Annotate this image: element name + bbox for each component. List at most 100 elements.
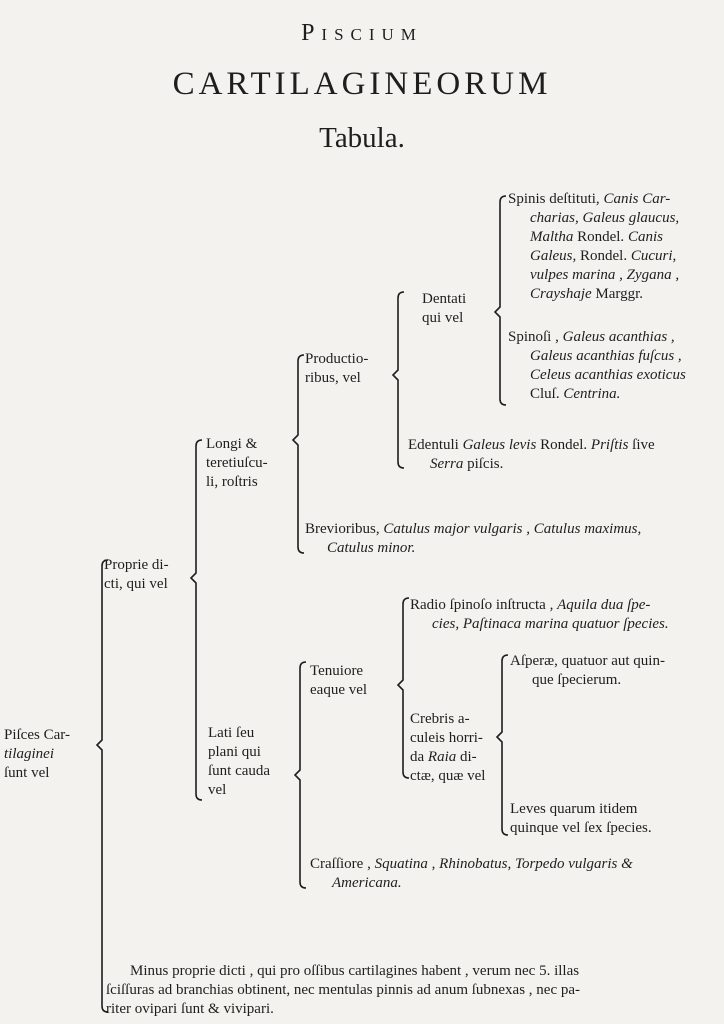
text-line: quinque vel ſex ſpecies. xyxy=(510,819,652,838)
text-line: Brevioribus, Catulus major vulgaris , Ca… xyxy=(305,520,641,539)
text-line: Productio- xyxy=(305,350,368,369)
italic-species-name: Centrina. xyxy=(563,386,621,402)
text-line: charias, Galeus glaucus, xyxy=(508,209,679,228)
text-segment: Cluſ. xyxy=(530,386,564,402)
node-edentuli: Edentuli Galeus levis Rondel. Priſtis ſi… xyxy=(408,436,655,474)
node-asperae: Aſperæ, quatuor aut quin-que ſpecierum. xyxy=(510,652,665,690)
text-segment: qui vel xyxy=(422,310,464,326)
text-segment: culeis horri- xyxy=(410,730,483,746)
node-longi: Longi &teretiuſcu-li, roſtris xyxy=(206,435,268,492)
text-line: teretiuſcu- xyxy=(206,454,268,473)
italic-species-name: Celeus acanthias exoticus xyxy=(530,367,686,383)
italic-species-name: Catulus major vulgaris , Catulus maximus… xyxy=(383,521,642,537)
text-segment: Tenuiore xyxy=(310,663,364,679)
text-line: cti, qui vel xyxy=(104,575,169,594)
text-line: cies, Paſtinaca marina quatuor ſpecies. xyxy=(410,615,669,634)
text-line: Celeus acanthias exoticus xyxy=(508,366,686,385)
italic-species-name: Catulus minor. xyxy=(327,540,416,556)
text-line: da Raia di- xyxy=(410,748,485,767)
text-line: vel xyxy=(208,781,270,800)
text-line: Galeus acanthias fuſcus , xyxy=(508,347,686,366)
italic-species-name: Americana. xyxy=(332,875,402,891)
text-line: tilaginei xyxy=(4,745,70,764)
text-line: eaque vel xyxy=(310,681,367,700)
text-line: ribus, vel xyxy=(305,369,368,388)
node-dentati: Dentati qui vel xyxy=(422,290,466,328)
text-segment: Minus proprie dicti , qui pro oſſibus ca… xyxy=(130,963,580,979)
text-line: Piſces Car- xyxy=(4,726,70,745)
italic-species-name: Galeus acanthias , xyxy=(562,329,675,345)
text-segment: Aſperæ, quatuor aut quin- xyxy=(510,653,665,669)
title-tabula: Tabula. xyxy=(319,122,405,154)
text-segment: riter ovipari ſunt & vivipari. xyxy=(106,1001,274,1017)
text-line: Tenuiore xyxy=(310,662,367,681)
text-segment: vel xyxy=(208,782,227,798)
text-line: Cluſ. Centrina. xyxy=(508,385,686,404)
text-line: qui vel xyxy=(422,309,466,328)
brace-crebris xyxy=(495,654,509,836)
text-line: Minus proprie dicti , qui pro oſſibus ca… xyxy=(106,962,580,981)
text-segment: Proprie di- xyxy=(104,557,169,573)
node-leves: Leves quarum itidem quinque vel ſex ſpeci… xyxy=(510,800,652,838)
node-proprie-dicti: Proprie di-cti, qui vel xyxy=(104,556,169,594)
italic-species-name: Serra xyxy=(430,456,464,472)
text-line: Serra piſcis. xyxy=(408,455,655,474)
text-line: riter ovipari ſunt & vivipari. xyxy=(106,1000,580,1019)
text-line: ſunt vel xyxy=(4,764,70,783)
node-crebris: Crebris a-culeis horri-da Raia di-ctæ, q… xyxy=(410,710,485,786)
brace-proprie xyxy=(189,439,203,801)
italic-species-name: Canis Car- xyxy=(603,191,671,207)
italic-species-name: Galeus acanthias fuſcus , xyxy=(530,348,682,364)
text-segment: eaque vel xyxy=(310,682,368,698)
title-cartilagineorum: CARTILAGINEORUM xyxy=(172,66,552,102)
italic-species-name: cies, Paſtinaca marina quatuor ſpecies. xyxy=(432,616,669,632)
text-line: Leves quarum itidem xyxy=(510,800,652,819)
italic-species-name: Aquila dua ſpe- xyxy=(557,597,651,613)
node-radio-spinoso: Radio ſpinoſo inſtructa , Aquila dua ſpe… xyxy=(410,596,669,634)
text-segment: di- xyxy=(456,749,477,765)
italic-species-name: Crayshaje xyxy=(530,286,592,302)
node-minus-proprie: Minus proprie dicti , qui pro oſſibus ca… xyxy=(106,962,580,1019)
text-line: ſciſſuras ad branchias obtinent, nec men… xyxy=(106,981,580,1000)
text-segment: Crebris a- xyxy=(410,711,470,727)
text-segment: Spinis deſtituti, xyxy=(508,191,604,207)
brace-root xyxy=(95,559,109,1013)
text-line: Dentati xyxy=(422,290,466,309)
text-segment: Brevioribus, xyxy=(305,521,384,537)
text-line: Americana. xyxy=(310,874,633,893)
text-segment: Dentati xyxy=(422,291,467,307)
brace-tenuiore xyxy=(396,597,410,779)
text-segment: Edentuli xyxy=(408,437,463,453)
text-line: Edentuli Galeus levis Rondel. Priſtis ſi… xyxy=(408,436,655,455)
text-line: Spinoſi , Galeus acanthias , xyxy=(508,328,686,347)
text-segment: ribus, vel xyxy=(305,370,361,386)
text-line: Craſſiore , Squatina , Rhinobatus, Torpe… xyxy=(310,855,633,874)
text-segment: piſcis. xyxy=(463,456,504,472)
text-segment: Rondel. xyxy=(536,437,591,453)
text-line: Catulus minor. xyxy=(305,539,641,558)
text-segment: ſive xyxy=(628,437,655,453)
node-spinis-destituti: Spinis deſtituti, Canis Car-charias, Gal… xyxy=(508,190,679,304)
text-line: Aſperæ, quatuor aut quin- xyxy=(510,652,665,671)
text-line: ſunt cauda xyxy=(208,762,270,781)
text-line: Lati ſeu xyxy=(208,724,270,743)
node-crassiore: Craſſiore , Squatina , Rhinobatus, Torpe… xyxy=(310,855,633,893)
text-line: Galeus, Rondel. Cucuri, xyxy=(508,247,679,266)
text-segment: Lati ſeu xyxy=(208,725,255,741)
node-tenuiore: Tenuiore eaque vel xyxy=(310,662,367,700)
text-line: Proprie di- xyxy=(104,556,169,575)
text-line: vulpes marina , Zygana , xyxy=(508,266,679,285)
text-line: Spinis deſtituti, Canis Car- xyxy=(508,190,679,209)
italic-species-name: Raia xyxy=(427,749,457,765)
text-segment: Leves quarum itidem xyxy=(510,801,638,817)
italic-species-name: Cucuri, xyxy=(630,248,677,264)
text-segment: Productio- xyxy=(305,351,369,367)
text-segment: plani qui xyxy=(208,744,261,760)
italic-species-name: charias, Galeus glaucus, xyxy=(530,210,680,226)
text-segment: Radio ſpinoſo inſtructa , xyxy=(410,597,558,613)
text-line: Longi & xyxy=(206,435,268,454)
text-segment: li, roſtris xyxy=(206,474,258,490)
text-line: plani qui xyxy=(208,743,270,762)
